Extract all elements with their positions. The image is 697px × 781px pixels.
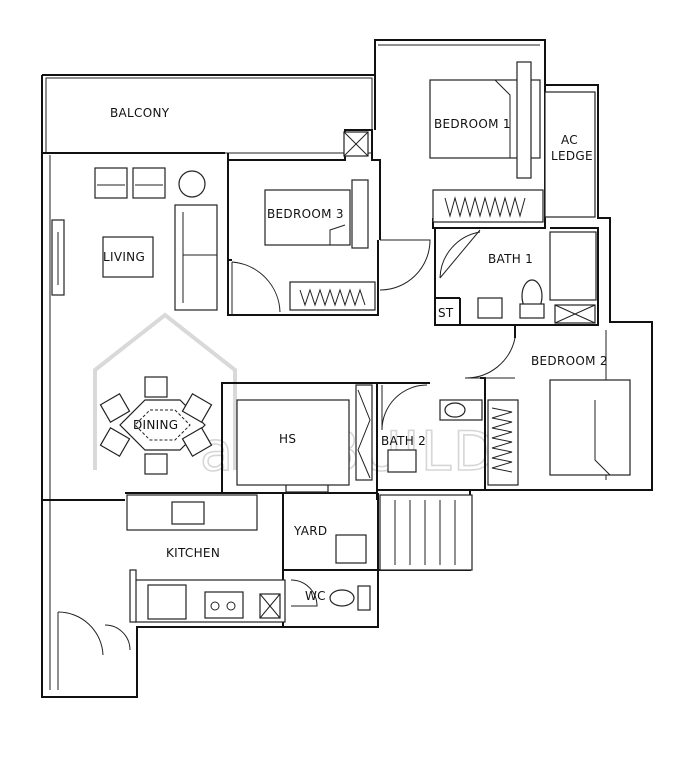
room-label-ac-ledge-2: LEDGE: [551, 149, 593, 163]
room-label-kitchen: KITCHEN: [166, 546, 220, 560]
toilet: [444, 402, 466, 418]
room-label-living: LIVING: [103, 250, 145, 264]
yard-wc-fixtures: [329, 494, 473, 611]
bedroom3-furniture: [264, 179, 376, 311]
coffee-table: [102, 236, 154, 278]
doors: [57, 229, 516, 690]
basin: [387, 449, 417, 473]
bedroom1-furniture: [343, 61, 596, 223]
bath1-fixtures: [477, 231, 597, 324]
room-label-hs: HS: [279, 432, 296, 446]
room-label-balcony: BALCONY: [110, 106, 170, 120]
wardrobe: [432, 189, 544, 223]
wardrobe: [487, 399, 519, 486]
room-label-ac-ledge-1: AC: [561, 133, 578, 147]
bath2-door-arc: [381, 384, 428, 431]
toilet: [329, 589, 355, 607]
bedroom2-door-arc: [464, 337, 516, 379]
room-label-bedroom1: BEDROOM 1: [434, 117, 511, 131]
fridge: [147, 584, 187, 620]
room-label-bath2: BATH 2: [381, 434, 426, 448]
corridor-door-arc: [379, 239, 431, 291]
room-label-bath1: BATH 1: [488, 252, 533, 266]
room-labels: BALCONY BEDROOM 1 AC LEDGE BEDROOM 3 LIV…: [103, 106, 608, 603]
room-label-dining: DINING: [133, 418, 178, 432]
basin: [477, 297, 503, 319]
washer: [335, 534, 367, 564]
room-label-st: ST: [438, 306, 454, 320]
bath1-door-leaf: [439, 229, 481, 279]
shower: [549, 231, 597, 301]
ac-ledge: [544, 91, 596, 218]
living-furniture: [94, 167, 218, 311]
dining-set: [99, 376, 213, 475]
bedroom3-door-arc: [231, 261, 281, 313]
room-label-bedroom2: BEDROOM 2: [531, 354, 608, 368]
bed: [549, 379, 631, 476]
kitchen-fixtures: [126, 494, 286, 623]
entrance-door-arc-left: [57, 611, 104, 656]
room-label-bedroom3: BEDROOM 3: [267, 207, 344, 221]
sofa: [174, 204, 218, 311]
bedroom2-furniture: [487, 379, 631, 486]
entrance-door-arc-right: [104, 624, 131, 651]
bed: [264, 189, 351, 246]
side-table: [178, 170, 206, 198]
bath2-fixtures: [355, 384, 483, 481]
bath1-door-arc: [439, 231, 481, 279]
room-label-wc: WC: [305, 589, 326, 603]
sink: [171, 501, 205, 525]
drying-rack: [379, 494, 473, 571]
room-label-yard: YARD: [293, 524, 327, 538]
wc-door-arc: [290, 579, 318, 607]
hs-fixtures: [236, 399, 350, 486]
armchair: [94, 167, 128, 199]
armchair: [132, 167, 166, 199]
